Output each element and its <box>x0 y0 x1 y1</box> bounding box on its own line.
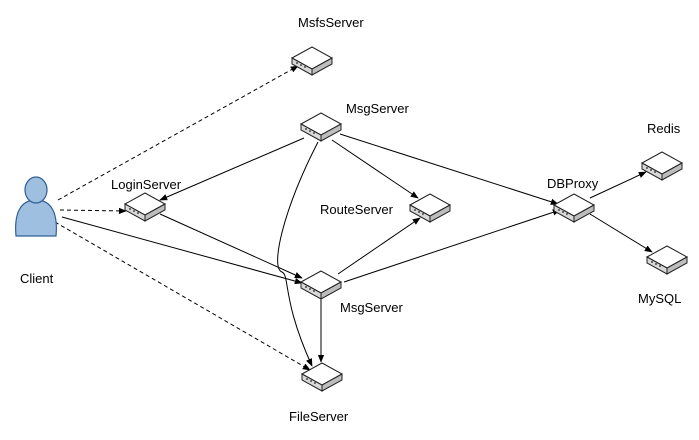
server-icon <box>645 245 689 275</box>
node-label-route: RouteServer <box>320 202 394 217</box>
node-label-mysql: MySQL <box>638 291 681 306</box>
node-label-msgserver-mid: MsgServer <box>340 300 404 315</box>
edges <box>54 65 653 371</box>
node-msgserver-top: MsgServer <box>299 101 410 142</box>
server-icon <box>123 192 167 222</box>
node-msgserver-mid: MsgServer <box>299 270 404 315</box>
edge-client-msgserver <box>61 216 303 285</box>
edge-client-msfs <box>57 65 299 201</box>
node-label-file: FileServer <box>289 409 349 424</box>
edge-msgtop-login <box>159 137 305 201</box>
edge-msgtop-dbproxy <box>339 133 559 205</box>
node-label-client: Client <box>20 271 54 286</box>
server-icon <box>299 270 343 300</box>
node-redis: Redis <box>640 121 684 181</box>
server-icon <box>552 193 596 223</box>
edge-client-login <box>59 207 127 215</box>
edge-client-file <box>54 221 311 371</box>
edge-msgmid-login <box>159 213 303 279</box>
node-file: FileServer <box>289 362 349 424</box>
user-icon <box>15 176 57 237</box>
node-login: LoginServer <box>111 177 182 222</box>
node-label-login: LoginServer <box>111 177 182 192</box>
edge-msgtop-route <box>331 139 419 199</box>
server-icon <box>300 362 344 392</box>
server-icon <box>299 112 343 142</box>
edge-msgmid-dbproxy <box>343 209 561 283</box>
node-route: RouteServer <box>320 193 452 223</box>
node-label-redis: Redis <box>647 121 681 136</box>
node-mysql: MySQL <box>638 245 689 306</box>
node-label-msfs: MsfsServer <box>298 15 364 30</box>
server-icon <box>640 151 684 181</box>
edge-dbproxy-mysql <box>589 213 653 253</box>
server-icon <box>408 193 452 223</box>
node-dbproxy: DBProxy <box>547 176 599 223</box>
node-client: Client <box>15 176 57 286</box>
edge-dbproxy-redis <box>589 171 647 199</box>
edge-msgmid-route <box>337 217 421 275</box>
node-label-msgserver-top: MsgServer <box>346 101 410 116</box>
edge-msgtop-file <box>277 141 319 367</box>
node-msfs: MsfsServer <box>290 15 364 76</box>
server-icon <box>290 46 334 76</box>
node-label-dbproxy: DBProxy <box>547 176 599 191</box>
